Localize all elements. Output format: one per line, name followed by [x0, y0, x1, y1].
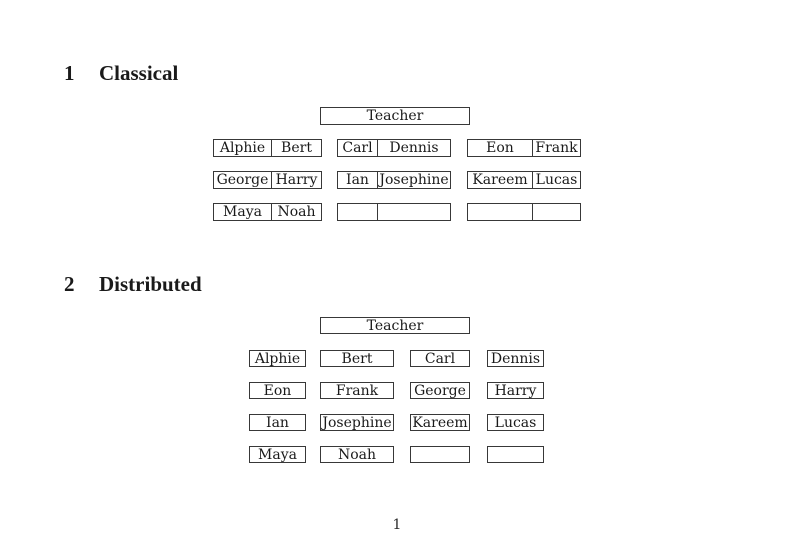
section-title: Classical [99, 61, 179, 85]
section-title: Distributed [99, 272, 202, 296]
seat: Bert [320, 350, 394, 367]
seat: Kareem [410, 414, 470, 431]
seat-cell: Lucas [535, 172, 578, 188]
desk-empty [467, 203, 581, 221]
teacher-label: Teacher [366, 108, 424, 124]
seat: Maya [249, 446, 306, 463]
seat: Ian [249, 414, 306, 431]
seat: Carl [410, 350, 470, 367]
seat-cell-empty [378, 204, 450, 220]
seat-cell: Dennis [389, 140, 439, 156]
desk: George Harry [213, 171, 322, 189]
desk: Carl Dennis [337, 139, 451, 157]
seat: Lucas [487, 414, 544, 431]
desk-empty [337, 203, 451, 221]
seat-cell: Kareem [468, 172, 533, 188]
seat-cell: Harry [275, 172, 318, 188]
seat-empty [487, 446, 544, 463]
seat-cell-empty [468, 204, 533, 220]
seat-cell-empty [338, 204, 378, 220]
teacher-box-classical: Teacher [320, 107, 470, 125]
section-heading-classical: 1 Classical [64, 62, 178, 84]
seat-cell: Eon [468, 140, 533, 156]
section-number: 1 [64, 61, 75, 85]
seat: Josephine [320, 414, 394, 431]
seat-cell: Carl [338, 140, 378, 156]
seat-cell: George [214, 172, 272, 188]
seat-cell: Ian [338, 172, 378, 188]
seat: George [410, 382, 470, 399]
seat-empty [410, 446, 470, 463]
page-number: 1 [392, 517, 402, 533]
seat-cell: Frank [535, 140, 578, 156]
desk: Alphie Bert [213, 139, 322, 157]
desk: Ian Josephine [337, 171, 451, 189]
section-heading-distributed: 2 Distributed [64, 273, 202, 295]
seat-cell: Josephine [379, 172, 449, 188]
desk: Eon Frank [467, 139, 581, 157]
seat: Alphie [249, 350, 306, 367]
seat-cell: Alphie [214, 140, 272, 156]
teacher-box-distributed: Teacher [320, 317, 470, 334]
seat-cell: Noah [277, 204, 316, 220]
desk: Kareem Lucas [467, 171, 581, 189]
seat-cell-empty [533, 204, 580, 220]
seat: Dennis [487, 350, 544, 367]
seat: Harry [487, 382, 544, 399]
section-number: 2 [64, 272, 75, 296]
desk: Maya Noah [213, 203, 322, 221]
seat: Frank [320, 382, 394, 399]
seat: Eon [249, 382, 306, 399]
seat-cell: Bert [281, 140, 312, 156]
seat-cell: Maya [214, 204, 272, 220]
seat: Noah [320, 446, 394, 463]
teacher-label: Teacher [366, 317, 424, 334]
